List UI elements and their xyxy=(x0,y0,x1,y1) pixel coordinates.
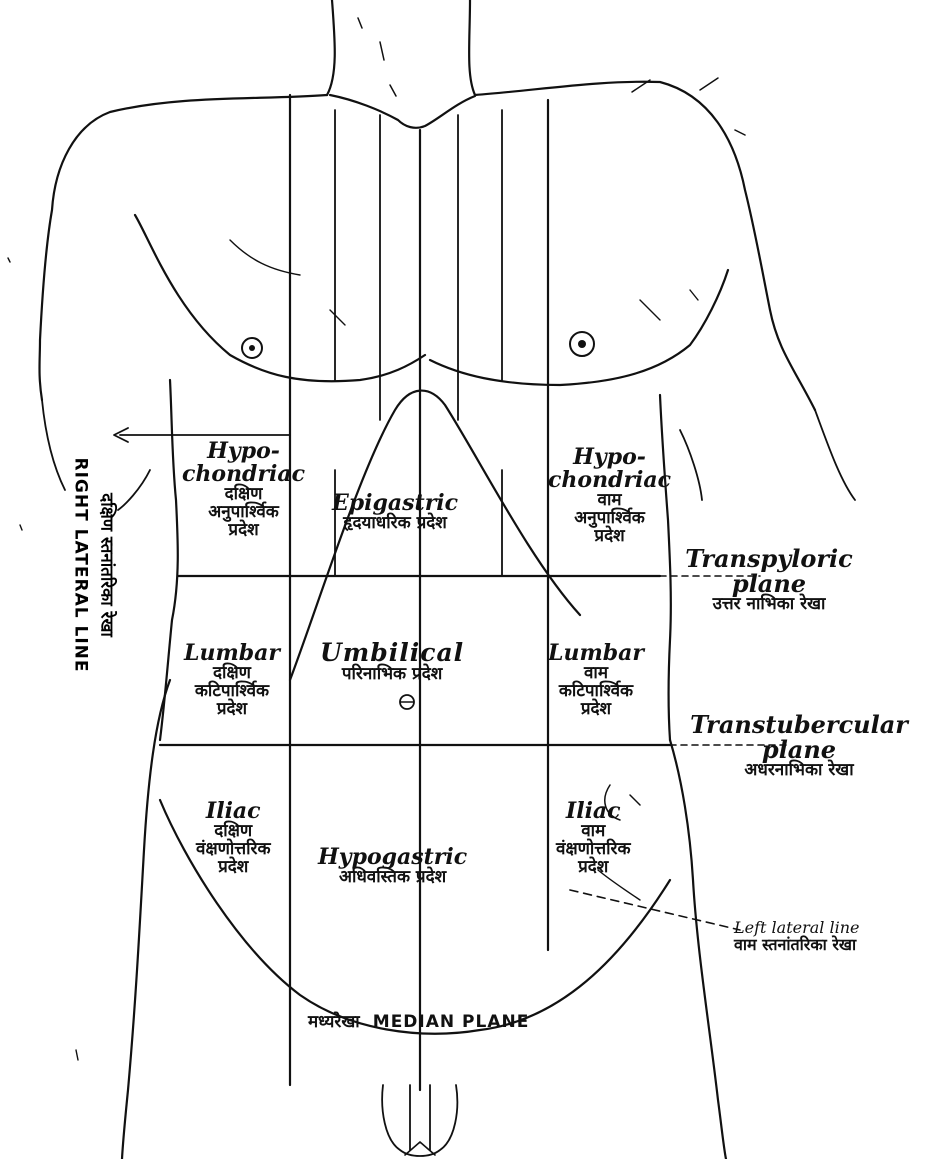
right-lumbar-hindi-3: प्रदेश xyxy=(184,701,280,719)
left-lumbar-name: Lumbar xyxy=(548,642,644,665)
left-iliac-label: Iliac वाम वंक्षणोत्तरिक प्रदेश xyxy=(556,800,631,877)
transpyloric-plane-label: Transpyloric plane उत्तर नाभिका रेखा xyxy=(654,546,884,614)
neck-outline xyxy=(327,0,335,95)
right-lumbar-name: Lumbar xyxy=(184,642,280,665)
left-pectoral xyxy=(430,270,728,385)
hypogastric-name: Hypogastric xyxy=(318,846,467,869)
transtubercular-plane-name: Transtubercular xyxy=(672,712,926,737)
left-iliac-name: Iliac xyxy=(556,800,631,823)
right-shoulder-line xyxy=(475,82,815,410)
right-lateral-line-name: RIGHT LATERAL LINE xyxy=(71,430,91,700)
right-iliac-hindi-3: प्रदेश xyxy=(196,859,271,877)
left-hypochondriac-hindi-3: प्रदेश xyxy=(548,528,671,546)
right-iliac-label: Iliac दक्षिण वंक्षणोत्तरिक प्रदेश xyxy=(196,800,271,877)
left-hypochondriac-label: Hypo- chondriac वाम अनुपार्श्विक प्रदेश xyxy=(548,446,671,546)
sternal-notch xyxy=(330,95,475,128)
left-iliac-hindi-3: प्रदेश xyxy=(556,859,631,877)
left-lateral-line-hindi: वाम स्तनांतरिका रेखा xyxy=(734,937,859,954)
left-lumbar-label: Lumbar वाम कटिपार्श्विक प्रदेश xyxy=(548,642,644,719)
right-lumbar-label: Lumbar दक्षिण कटिपार्श्विक प्रदेश xyxy=(184,642,280,719)
left-lateral-dashed-line xyxy=(570,890,740,930)
left-hypochondriac-name: Hypo- chondriac xyxy=(548,446,671,492)
median-plane-hindi: मध्यरेखा xyxy=(308,1012,360,1032)
transtubercular-plane-hindi: अधरनाभिका रेखा xyxy=(672,762,926,780)
epigastric-label: Epigastric हृदयाधरिक प्रदेश xyxy=(332,492,458,533)
transtubercular-plane-label: Transtubercular plane अधरनाभिका रेखा xyxy=(672,712,926,780)
hypogastric-label: Hypogastric अधिवस्तिक प्रदेश xyxy=(318,846,467,887)
right-hypochondriac-hindi-3: प्रदेश xyxy=(182,522,305,540)
neck-outline-right xyxy=(469,0,475,95)
left-arm xyxy=(680,410,855,500)
right-lateral-line-hindi: दक्षिण स्तनांतरिका रेखा xyxy=(97,430,120,700)
right-iliac-name: Iliac xyxy=(196,800,271,823)
right-hypochondriac-name: Hypo- chondriac xyxy=(182,440,305,486)
median-plane-name: MEDIAN PLANE xyxy=(373,1012,530,1032)
left-lateral-line-label: Left lateral line वाम स्तनांतरिका रेखा xyxy=(734,920,859,954)
transpyloric-plane-hindi: उत्तर नाभिका रेखा xyxy=(654,596,884,614)
umbilical-label: Umbilical परिनाभिक प्रदेश xyxy=(320,640,464,684)
hypogastric-hindi: अधिवस्तिक प्रदेश xyxy=(318,869,467,887)
transpyloric-plane-name: Transpyloric xyxy=(654,546,884,571)
umbilical-hindi: परिनाभिक प्रदेश xyxy=(320,666,464,684)
umbilical-name: Umbilical xyxy=(320,640,464,666)
median-plane-label: मध्यरेखा MEDIAN PLANE xyxy=(308,1014,529,1032)
right-hypochondriac-label: Hypo- chondriac दक्षिण अनुपार्श्विक प्रद… xyxy=(182,440,305,540)
epigastric-hindi: हृदयाधरिक प्रदेश xyxy=(332,515,458,533)
left-lumbar-hindi-3: प्रदेश xyxy=(548,701,644,719)
left-shoulder-line xyxy=(40,95,328,400)
right-lateral-line-label: दक्षिण स्तनांतरिका रेखा RIGHT LATERAL LI… xyxy=(50,430,140,700)
right-pectoral xyxy=(135,215,425,381)
genitalia-outline xyxy=(382,1085,457,1156)
epigastric-name: Epigastric xyxy=(332,492,458,515)
transtubercular-plane-name2: plane xyxy=(672,737,926,762)
costal-arch xyxy=(290,391,580,680)
transpyloric-plane-name2: plane xyxy=(654,571,884,596)
